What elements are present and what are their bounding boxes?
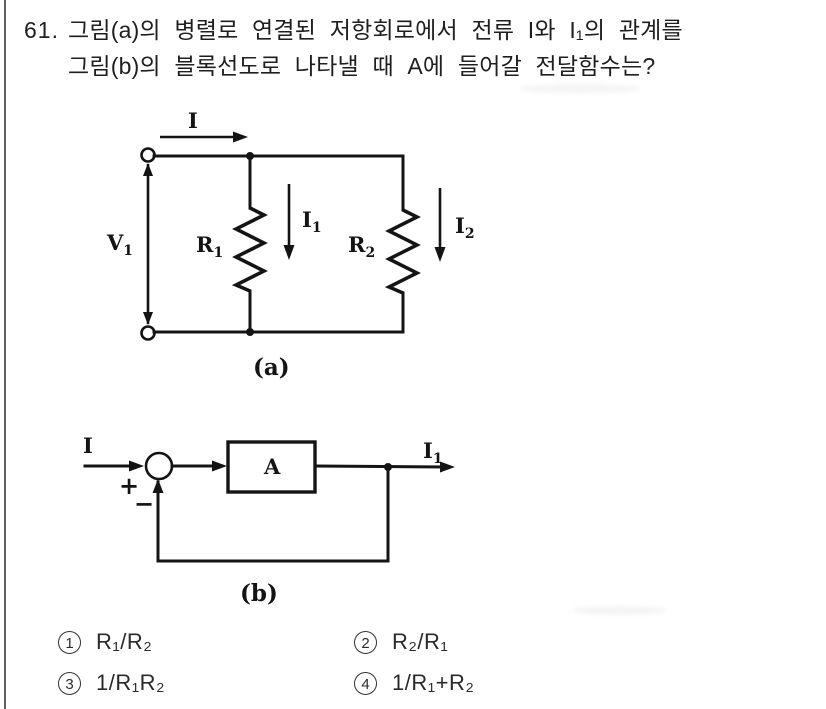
question-block: 61. 그림(a)의 병렬로 연결된 저항회로에서 전류 I와 I₁의 관계를 … [24,12,804,84]
figure-a-circuit: I V1 R1 I1 R2 I2 (a) [106,108,475,381]
choice-1-number: 1 [58,630,81,654]
feedback-path [156,465,390,563]
minus-sign: − [134,489,154,518]
plus-sign: + [119,471,139,500]
choice-4-number: 4 [354,671,377,695]
v1-arrow-up [143,163,153,176]
v1-arrow-down [143,312,153,325]
current-i-arrowhead [233,131,248,143]
choice-2-number: 2 [354,630,377,654]
i2-label: I2 [455,213,475,242]
figure-b-caption: (b) [240,580,278,607]
r1-resistor [231,206,268,293]
choice-2-label: R₂/R₁ [392,629,449,654]
figure-b-block-diagram: I + − A I1 (b) [83,433,455,607]
r1-label: R1 [196,232,223,261]
input-label: I [83,433,93,458]
figure-a-caption: (a) [253,354,290,381]
choice-3-number: 3 [58,671,81,695]
r2-label: R2 [348,232,375,261]
choice-1: 1 R₁/R₂ [58,629,354,655]
choice-3-label: 1/R₁R₂ [96,670,166,695]
output-label: I1 [423,438,443,467]
current-i2-arrowhead [434,247,446,262]
output-line [313,464,445,469]
choice-2: 2 R₂/R₁ [354,629,474,655]
choice-3: 3 1/R₁R₂ [58,670,354,696]
current-i1-arrowhead [283,245,295,260]
question-number: 61. [24,17,59,43]
current-i-label: I [188,108,198,133]
feedback-arrowhead [152,479,164,493]
choice-1-label: R₁/R₂ [96,629,153,654]
junction-to-block-arrowhead [212,460,227,472]
question-line-2: 그림(b)의 블록선도로 나타낼 때 A에 들어갈 전달함수는? [68,53,656,79]
input-arrowhead [129,460,144,472]
answer-choices: 1 R₁/R₂ 2 R₂/R₁ 3 1/R₁R₂ 4 1/R₁+R₂ [58,629,474,696]
question-line-1: 그림(a)의 병렬로 연결된 저항회로에서 전류 I와 I₁의 관계를 [68,17,683,43]
scan-artifact [572,606,667,615]
choice-4-label: 1/R₁+R₂ [392,670,475,695]
block-a-label: A [263,454,281,479]
page-border-left [4,0,6,709]
r2-resistor [384,208,421,295]
question-text: 그림(a)의 병렬로 연결된 저항회로에서 전류 I와 I₁의 관계를 그림(b… [68,12,804,84]
scan-artifact [520,84,640,93]
summing-junction [144,451,174,481]
output-arrowhead [440,461,455,473]
v1-label: V1 [106,230,133,259]
i1-label: I1 [302,207,322,236]
choice-4: 4 1/R₁+R₂ [354,670,474,696]
